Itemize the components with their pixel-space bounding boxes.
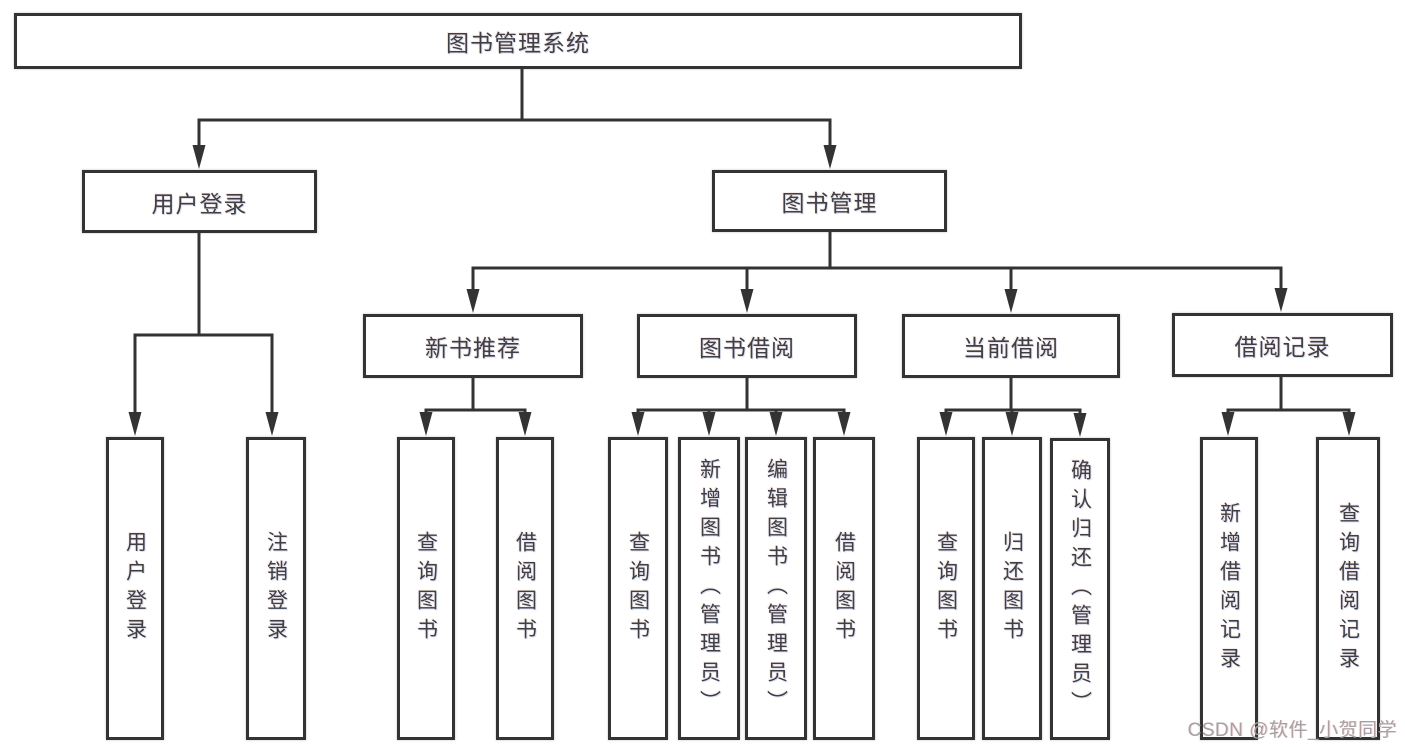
node-leaf-user-login: 用户登录 [106,437,164,740]
connector-book-borrow-split [631,376,851,436]
connector-root-split [192,66,837,169]
node-label-leaf-query-book-borrow: 查询图书 [626,530,650,647]
node-label-leaf-add-book-admin: 新增图书（管理员） [697,458,721,719]
node-label-current-borrow: 当前借阅 [963,335,1059,361]
arrowhead-icon [419,412,433,436]
node-label-leaf-add-borrow-record: 新增借阅记录 [1217,501,1241,676]
node-label-leaf-logout: 注销登录 [264,530,288,647]
arrowhead-icon [192,145,206,169]
node-label-borrow-record: 借阅记录 [1234,334,1331,360]
arrowhead-icon [518,412,532,436]
connector-book-mgmt-split [466,230,1288,313]
connector-current-borrow-split [939,376,1087,437]
connector-borrow-record-split [1221,375,1356,436]
arrowhead-icon [128,412,142,436]
node-label-leaf-query-book-current: 查询图书 [934,530,958,647]
node-label-leaf-edit-book-admin: 编辑图书（管理员） [764,458,788,719]
node-leaf-return-book: 归还图书 [982,437,1042,740]
node-book-borrow: 图书借阅 [637,314,857,378]
arrowhead-icon [1221,412,1235,436]
node-label-leaf-borrow-book: 借阅图书 [832,530,856,647]
node-leaf-borrow-book: 借阅图书 [813,437,875,740]
node-label-leaf-query-borrow-record: 查询借阅记录 [1336,501,1360,676]
node-leaf-logout: 注销登录 [246,437,306,740]
node-label-leaf-return-book: 归还图书 [1000,530,1024,647]
node-label-user-login: 用户登录 [151,190,248,217]
connector-new-book-rec-split [419,376,532,436]
arrowhead-icon [702,412,716,436]
node-leaf-confirm-return-admin: 确认归还（管理员） [1050,438,1110,740]
node-borrow-record: 借阅记录 [1172,313,1393,377]
node-book-mgmt: 图书管理 [712,170,947,232]
arrowhead-icon [1274,288,1288,312]
arrowhead-icon [1342,412,1356,436]
node-label-book-borrow: 图书借阅 [699,335,795,361]
arrowhead-icon [466,289,480,313]
node-root: 图书管理系统 [14,13,1022,69]
arrowhead-icon [740,289,754,313]
node-label-leaf-borrow-book-rec: 借阅图书 [513,530,537,647]
arrowhead-icon [265,412,279,436]
node-leaf-borrow-book-rec: 借阅图书 [496,437,554,740]
node-label-leaf-user-login: 用户登录 [123,530,147,647]
node-label-root: 图书管理系统 [446,30,590,56]
node-user-login: 用户登录 [82,170,317,233]
node-leaf-query-book-current: 查询图书 [917,437,975,740]
node-leaf-add-book-admin: 新增图书（管理员） [678,437,740,740]
node-leaf-query-book-rec: 查询图书 [397,437,455,740]
node-leaf-query-book-borrow: 查询图书 [608,437,668,740]
arrowhead-icon [1004,289,1018,313]
arrowhead-icon [631,412,645,436]
arrowhead-icon [1073,413,1087,437]
arrowhead-icon [939,412,953,436]
connector-user-login-split [128,231,279,436]
node-label-leaf-query-book-rec: 查询图书 [414,530,438,647]
arrowhead-icon [769,412,783,436]
arrowhead-icon [823,145,837,169]
node-leaf-query-borrow-record: 查询借阅记录 [1316,437,1380,740]
node-leaf-edit-book-admin: 编辑图书（管理员） [745,437,807,740]
node-leaf-add-borrow-record: 新增借阅记录 [1200,437,1258,740]
node-label-leaf-confirm-return-admin: 确认归还（管理员） [1068,458,1092,720]
node-label-book-mgmt: 图书管理 [781,190,878,216]
watermark: CSDN @软件_小贺同学 [1187,720,1397,741]
arrowhead-icon [837,412,851,436]
node-label-new-book-rec: 新书推荐 [425,335,521,361]
node-current-borrow: 当前借阅 [902,314,1120,378]
node-new-book-rec: 新书推荐 [363,314,583,378]
arrowhead-icon [1005,412,1019,436]
